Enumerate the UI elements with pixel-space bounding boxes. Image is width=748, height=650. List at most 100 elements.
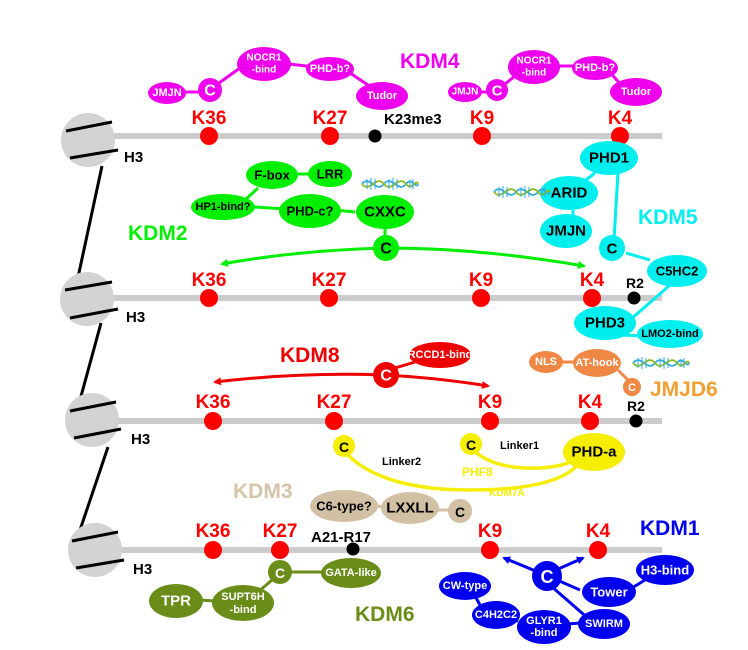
- svg-text:C: C: [339, 439, 349, 455]
- domain-lmo2-bind: [637, 320, 703, 348]
- nucleosome-4: [68, 523, 125, 577]
- svg-text:AT-hook: AT-hook: [575, 357, 619, 369]
- row2-sites: K36 K27 K9 K4 R2: [192, 270, 644, 307]
- svg-text:SWIRM: SWIRM: [585, 618, 623, 630]
- kdm6: TPR SUPT6H -bind C GATA-like: [149, 558, 381, 621]
- nucleosome-1: [61, 113, 119, 167]
- site-k36: K36: [196, 521, 231, 542]
- domain-swirm: [578, 609, 630, 639]
- svg-text:Tower: Tower: [590, 585, 627, 600]
- family-label-kdm5: KDM5: [638, 206, 698, 229]
- site-k4: K4: [586, 521, 611, 542]
- mark-k23me3: K23me3: [384, 111, 442, 128]
- domain-phd-a: [563, 433, 625, 471]
- svg-text:RCCD1-bind: RCCD1-bind: [408, 349, 473, 361]
- site-k9: K9: [478, 521, 502, 542]
- site-k4: K4: [580, 270, 605, 291]
- site-k27: K27: [312, 270, 347, 291]
- svg-text:C6-type?: C6-type?: [316, 499, 372, 514]
- svg-text:C: C: [492, 83, 503, 100]
- site-dot-k27: [321, 127, 339, 145]
- site-dot-k4: [611, 127, 629, 145]
- svg-text:LXXLL: LXXLL: [386, 500, 434, 517]
- nucleosome-linker: [75, 165, 110, 531]
- nucleosome-3: [65, 393, 122, 447]
- svg-text:TPR: TPR: [161, 593, 191, 610]
- domain-phd-c: [279, 194, 341, 228]
- svg-text:-bind: -bind: [230, 604, 257, 616]
- svg-text:C: C: [466, 437, 476, 453]
- svg-text:JMJN: JMJN: [152, 87, 181, 99]
- svg-text:-bind: -bind: [252, 65, 276, 76]
- svg-text:GLYR1: GLYR1: [526, 615, 562, 627]
- family-label-jmjd6: JMJD6: [650, 378, 718, 401]
- linker1-label: Linker1: [500, 440, 539, 452]
- domain-nocr1-bind: [508, 50, 560, 84]
- site-k4: K4: [608, 108, 633, 129]
- domain-lrr: [308, 161, 352, 187]
- svg-text:C: C: [455, 504, 465, 520]
- h3-label: H3: [126, 309, 145, 326]
- domain-cxxc: [356, 195, 414, 229]
- mark-r2: R2: [626, 275, 644, 291]
- domain-catalytic: [486, 79, 508, 101]
- family-label-phf8: PHF8: [462, 465, 493, 479]
- svg-text:PHD-a: PHD-a: [571, 444, 617, 461]
- family-label-kdm2: KDM2: [128, 222, 188, 245]
- svg-text:JMJN: JMJN: [546, 223, 586, 240]
- svg-text:H3-bind: H3-bind: [641, 563, 689, 578]
- svg-text:HP1-bind?: HP1-bind?: [196, 201, 251, 213]
- site-dot-k9: [473, 127, 491, 145]
- family-label-kdm4: KDM4: [400, 50, 460, 73]
- domain-h3-bind: [636, 555, 694, 585]
- domain-phd1: [580, 141, 638, 175]
- site-k27: K27: [313, 108, 348, 129]
- family-label-kdm6: KDM6: [355, 603, 415, 626]
- site-k36: K36: [196, 392, 231, 413]
- row3-sites: K36 K27 K9 K4 R2: [196, 392, 645, 430]
- svg-text:PHD1: PHD1: [589, 150, 629, 167]
- svg-text:LMO2-bind: LMO2-bind: [641, 328, 698, 340]
- domain-jmjn: [148, 82, 186, 104]
- domain-nls: [529, 351, 563, 373]
- phf8-kdm7a: C C PHD-a Linker1 Linker2 PHF8 KDM7A: [333, 433, 625, 499]
- svg-text:C4H2C2: C4H2C2: [475, 609, 517, 621]
- domain-catalytic: [448, 499, 472, 523]
- kdm4-left: JMJN C NOCR1 -bind PHD-b? Tudor: [148, 47, 408, 110]
- site-k9: K9: [470, 108, 494, 129]
- svg-text:-bind: -bind: [531, 627, 558, 639]
- svg-text:PHD-c?: PHD-c?: [287, 204, 334, 219]
- svg-text:NOCR1: NOCR1: [246, 53, 281, 64]
- kdm1: C Tower H3-bind CW-type C4H2C2 GLYR1 -bi…: [439, 555, 694, 644]
- svg-text:CW-type: CW-type: [443, 580, 487, 592]
- svg-text:NLS: NLS: [535, 356, 557, 368]
- family-label-kdm1: KDM1: [640, 517, 700, 540]
- svg-text:C: C: [380, 241, 392, 258]
- site-k27: K27: [317, 392, 352, 413]
- domain-phd-b: [306, 57, 354, 81]
- domain-nocr1-bind: [237, 47, 291, 81]
- site-k36: K36: [192, 108, 227, 129]
- domain-glyr1-bind: [517, 610, 571, 644]
- domain-tpr: [149, 584, 203, 618]
- svg-text:C: C: [628, 382, 636, 394]
- site-k36: K36: [192, 270, 227, 291]
- domain-tudor: [356, 82, 408, 110]
- domain-rccd1-bind: [409, 342, 471, 368]
- site-k27: K27: [263, 521, 298, 542]
- domain-catalytic: [373, 235, 399, 261]
- family-label-kdm8: KDM8: [280, 344, 340, 367]
- kdm3: C6-type? LXXLL C: [310, 490, 472, 524]
- domain-catalytic: [268, 560, 292, 584]
- svg-text:NOCR1: NOCR1: [516, 56, 551, 67]
- svg-text:GATA-like: GATA-like: [325, 567, 377, 579]
- domain-tower: [582, 577, 636, 607]
- dna-icon: [361, 177, 419, 191]
- mark-a21-r17: A21-R17: [311, 529, 371, 546]
- domain-supt6h-bind: [212, 585, 274, 621]
- domain-phd-b: [572, 56, 618, 80]
- svg-text:PHD-b?: PHD-b?: [575, 62, 616, 74]
- h3-label: H3: [133, 561, 152, 578]
- domain-catalytic: [599, 235, 625, 261]
- domain-catalytic: [532, 561, 562, 591]
